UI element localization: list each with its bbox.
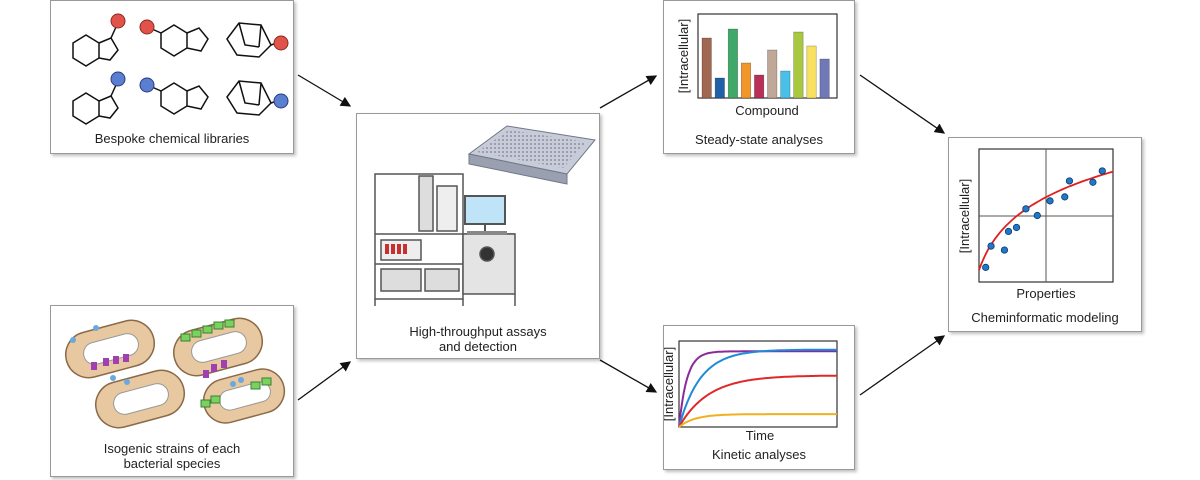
x-axis-label: Compound xyxy=(735,103,799,118)
x-axis-label: Time xyxy=(746,428,774,443)
arrow-strains-to-assays xyxy=(297,361,352,401)
bacteria-illustration xyxy=(64,317,286,429)
kinetic-curve-red xyxy=(678,374,838,428)
steady-state-panel: [Intracellular] Compound Steady-state an… xyxy=(663,0,855,154)
computer-monitor-icon xyxy=(464,195,507,235)
bacterial-strains-caption-line2: bacterial species xyxy=(123,456,221,471)
data-point-6 xyxy=(1022,205,1030,213)
bar-8 xyxy=(793,31,804,99)
blue-substituent-balls xyxy=(110,71,289,109)
assays-caption-line1: High-throughput assays xyxy=(409,324,547,339)
data-point-9 xyxy=(1061,193,1069,201)
bar-7 xyxy=(780,70,791,99)
data-point-5 xyxy=(1012,223,1021,232)
bar-2 xyxy=(714,77,725,99)
data-point-1 xyxy=(982,263,990,271)
data-point-3 xyxy=(1000,246,1009,254)
microplate-icon xyxy=(467,125,596,185)
kinetic-line-chart: [Intracellular] Time xyxy=(664,340,838,443)
bar-6 xyxy=(767,49,778,99)
data-point-10 xyxy=(1065,177,1074,185)
bacterial-strains-panel: Isogenic strains of each bacterial speci… xyxy=(50,305,294,477)
kinetic-curve-blue xyxy=(678,348,837,428)
data-point-11 xyxy=(1089,178,1097,186)
bar-1 xyxy=(701,37,712,99)
assays-panel: High-throughput assays and detection xyxy=(356,113,600,359)
robot-frame xyxy=(374,173,516,306)
kinetic-panel: [Intracellular] Time Kinetic analyses xyxy=(663,325,855,470)
fit-curve xyxy=(978,170,1114,271)
data-point-4 xyxy=(1004,227,1013,236)
plot-frame xyxy=(678,340,838,428)
arrow-assays-to-steady xyxy=(599,75,658,109)
x-axis-label: Properties xyxy=(1016,286,1076,301)
data-point-2 xyxy=(987,242,995,250)
bar-9 xyxy=(806,45,817,99)
chemical-libraries-caption: Bespoke chemical libraries xyxy=(94,131,250,146)
bar-10 xyxy=(819,58,830,99)
arrow-libraries-to-assays xyxy=(297,74,352,107)
data-point-7 xyxy=(1033,211,1041,220)
chemical-libraries-panel: Bespoke chemical libraries xyxy=(50,0,294,154)
kinetic-curve-purple xyxy=(678,350,837,428)
molecule-structures xyxy=(72,13,289,125)
bar-4 xyxy=(741,62,752,99)
arrow-steady-to-modeling xyxy=(859,74,946,134)
scatter-chart: [Intracellular] Properties xyxy=(957,148,1114,301)
modeling-panel: [Intracellular] Properties Cheminformati… xyxy=(948,137,1142,332)
y-axis-label: [Intracellular] xyxy=(957,179,972,253)
bar-5 xyxy=(754,74,765,99)
bar-chart: [Intracellular] Compound xyxy=(676,13,838,118)
data-point-12 xyxy=(1098,167,1106,175)
y-axis-label: [Intracellular] xyxy=(676,19,691,93)
steady-state-caption: Steady-state analyses xyxy=(695,132,823,147)
bar-3 xyxy=(727,28,738,99)
kinetic-caption: Kinetic analyses xyxy=(712,447,806,462)
modeling-caption: Cheminformatic modeling xyxy=(971,310,1119,325)
red-substituent-balls xyxy=(110,13,289,51)
arrow-assays-to-kinetic xyxy=(599,359,658,393)
y-axis-label: [Intracellular] xyxy=(664,347,676,421)
assays-caption-line2: and detection xyxy=(438,339,518,354)
data-point-8 xyxy=(1046,197,1054,205)
bacterial-strains-caption-line1: Isogenic strains of each xyxy=(103,441,241,456)
kinetic-curve-yellow xyxy=(678,413,837,428)
arrow-kinetic-to-modeling xyxy=(859,335,946,396)
robotic-platform-illustration xyxy=(374,125,596,306)
